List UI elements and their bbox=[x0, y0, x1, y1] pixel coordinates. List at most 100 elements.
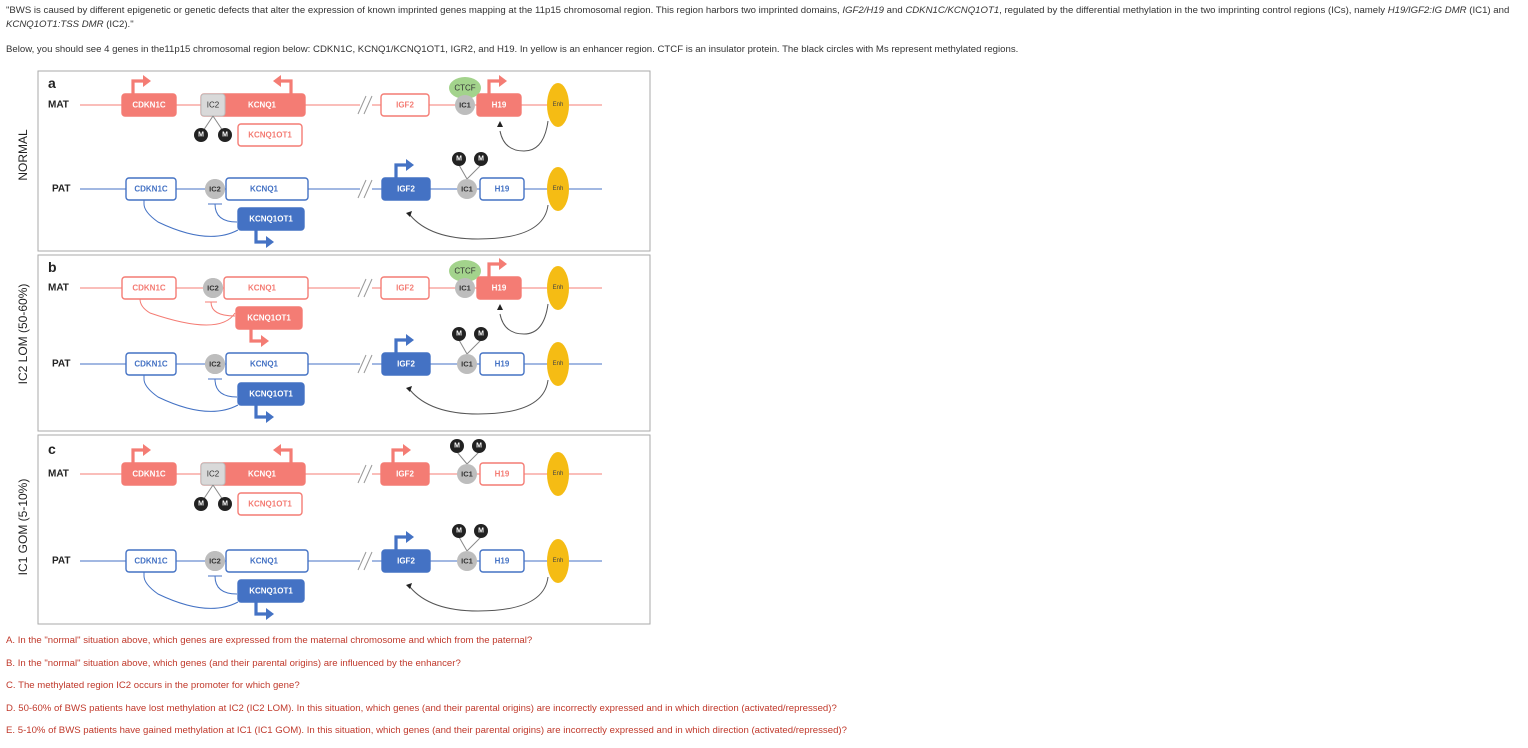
ic1-label: IC1 bbox=[459, 101, 471, 110]
methyl-label: M bbox=[478, 331, 484, 338]
kcnq1-gene-box bbox=[225, 177, 309, 201]
ic2-circle bbox=[203, 278, 223, 298]
break-mark bbox=[357, 464, 367, 484]
intro-text: and bbox=[883, 5, 906, 16]
igf2-gene-label: IGF2 bbox=[397, 185, 415, 194]
kcnq1ot1-gene-label: KCNQ1OT1 bbox=[249, 215, 293, 224]
cdkn1c-gene-box bbox=[125, 177, 177, 201]
paternal-label: PAT bbox=[52, 556, 71, 567]
methyl-circle bbox=[474, 327, 488, 341]
kcnq1-gene-box bbox=[223, 276, 309, 300]
methyl-stalk bbox=[458, 339, 468, 355]
methyl-circle bbox=[218, 497, 232, 511]
enhancer-loop bbox=[499, 120, 549, 152]
h19-gene-label: H19 bbox=[492, 284, 507, 293]
igf2-arrow-head bbox=[406, 159, 414, 171]
kcnq1ot1-gene-label: KCNQ1OT1 bbox=[248, 500, 292, 509]
ic1-circle bbox=[457, 354, 477, 374]
kcnq1ot1-arrow-stem bbox=[254, 602, 268, 616]
kcnq1-arrow-stem bbox=[279, 448, 293, 463]
kcnq1ot1-gene-label: KCNQ1OT1 bbox=[249, 587, 293, 596]
kcnq1ot1-gene-box bbox=[237, 382, 305, 406]
row-label: IC1 GOM (5-10%) bbox=[16, 479, 30, 576]
h19-gene-box bbox=[479, 177, 525, 201]
cdkn1c-gene-label: CDKN1C bbox=[134, 185, 168, 194]
cdkn1c-gene-label: CDKN1C bbox=[132, 470, 166, 479]
enhancer-loop bbox=[409, 379, 549, 415]
enhancer-label: Enh bbox=[553, 471, 564, 477]
h19-gene-label: H19 bbox=[492, 101, 507, 110]
break-mark bbox=[357, 179, 367, 199]
row-label: NORMAL bbox=[16, 129, 30, 181]
enhancer-label: Enh bbox=[553, 102, 564, 108]
h19-gene-label: H19 bbox=[495, 470, 510, 479]
methyl-circle bbox=[218, 128, 232, 142]
ic2-label: IC2 bbox=[209, 185, 221, 194]
ic2-label: IC2 bbox=[209, 557, 221, 566]
cdkn1c-arrow-head bbox=[143, 75, 151, 87]
methyl-stalk bbox=[466, 339, 482, 355]
kcnq1ot1-gene-label: KCNQ1OT1 bbox=[248, 131, 292, 140]
break-mark bbox=[363, 278, 373, 298]
h19-gene-box bbox=[476, 93, 522, 117]
methyl-circle bbox=[452, 152, 466, 166]
kcnq1-label: KCNQ1 bbox=[248, 284, 277, 293]
ic1-label: IC1 bbox=[461, 470, 473, 479]
question-c: C. The methylated region IC2 occurs in t… bbox=[6, 680, 300, 691]
ctcf-ellipse bbox=[449, 77, 481, 99]
break-mark bbox=[363, 354, 373, 374]
intro-text: (IC2)." bbox=[103, 18, 134, 30]
igf2-gene-label: IGF2 bbox=[396, 470, 414, 479]
break-mark bbox=[357, 278, 367, 298]
methyl-stalk bbox=[458, 164, 468, 180]
intro-description: Below, you should see 4 genes in the11p1… bbox=[6, 44, 1019, 55]
methyl-label: M bbox=[222, 132, 228, 139]
cdkn1c-gene-label: CDKN1C bbox=[132, 284, 166, 293]
ic2-circle bbox=[205, 179, 225, 199]
enhancer-loop-head bbox=[497, 304, 503, 310]
break-mark bbox=[357, 95, 367, 115]
kcnq1ot1-gene-label: KCNQ1OT1 bbox=[247, 314, 291, 323]
methyl-circle bbox=[452, 327, 466, 341]
cdkn1c-gene-box bbox=[125, 549, 177, 573]
question-e: E. 5-10% of BWS patients have gained met… bbox=[6, 725, 847, 736]
question-a: A. In the "normal" situation above, whic… bbox=[6, 635, 533, 646]
h19-gene-box bbox=[479, 352, 525, 376]
h19-gene-box bbox=[479, 549, 525, 573]
ctcf-ellipse bbox=[449, 260, 481, 282]
enhancer-ellipse bbox=[547, 83, 569, 127]
methyl-label: M bbox=[478, 156, 484, 163]
ic1-label: IC1 bbox=[459, 284, 471, 293]
igf2-gene-box bbox=[380, 462, 430, 486]
igf2-gene-label: IGF2 bbox=[397, 557, 415, 566]
silencing-arc bbox=[208, 203, 238, 223]
ic2-label: IC2 bbox=[207, 284, 219, 293]
intro-text: , regulated by the differential methylat… bbox=[999, 5, 1388, 16]
silencing-arc bbox=[208, 378, 238, 398]
igf2-gene-box bbox=[381, 177, 431, 201]
methyl-circle bbox=[450, 439, 464, 453]
igf2-gene-box bbox=[381, 352, 431, 376]
enhancer-loop bbox=[409, 576, 549, 612]
intro-text: "BWS is caused by different epigenetic o… bbox=[6, 5, 843, 16]
ic1-circle bbox=[457, 551, 477, 571]
intro-gene: CDKN1C/KCNQ1OT1 bbox=[905, 5, 1000, 16]
silencing-arc bbox=[208, 575, 238, 595]
igf2-arrow-head bbox=[406, 531, 414, 543]
ic1-label: IC1 bbox=[461, 360, 473, 369]
ic1-circle bbox=[455, 95, 475, 115]
methyl-label: M bbox=[198, 132, 204, 139]
igf2-arrow-stem bbox=[394, 163, 408, 178]
enhancer-loop-head bbox=[406, 211, 412, 217]
kcnq1ot1-gene-label: KCNQ1OT1 bbox=[249, 390, 293, 399]
methyl-label: M bbox=[456, 528, 462, 535]
intro-gene: KCNQ1OT1:TSS DMR bbox=[6, 18, 104, 30]
ctcf-label: CTCF bbox=[454, 84, 475, 93]
panel-letter-a: a bbox=[48, 75, 56, 91]
igf2-arrow-head bbox=[406, 334, 414, 346]
enhancer-ellipse bbox=[547, 167, 569, 211]
igf2-gene-box bbox=[380, 276, 430, 300]
h19-arrow-stem bbox=[487, 262, 501, 277]
methyl-circle bbox=[474, 524, 488, 538]
row-label: IC2 LOM (50-60%) bbox=[16, 284, 30, 385]
